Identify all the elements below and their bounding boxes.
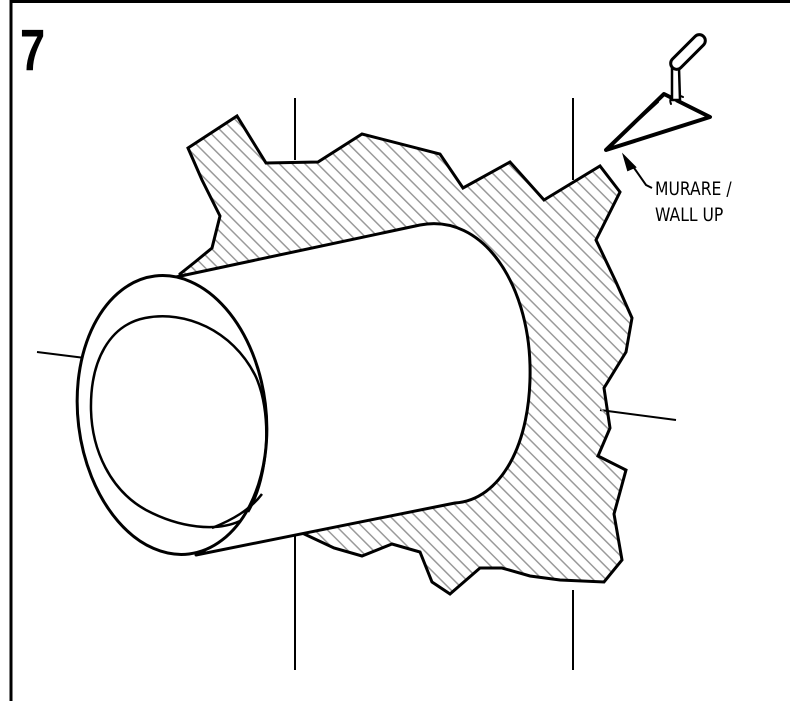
pipe-sleeve-opening (89, 315, 268, 529)
pipe-sleeve-rim (75, 274, 269, 556)
callout-leader (621, 152, 653, 189)
callout-label-english: WALL UP (655, 204, 724, 226)
callout-label-italian: MURARE / (655, 178, 732, 200)
wall-guide-lines (36, 98, 677, 670)
panel-frame (9, 0, 790, 701)
trowel-icon (604, 33, 712, 152)
step-number: 7 (20, 18, 46, 83)
pipe-sleeve-opening-tail (211, 493, 263, 530)
